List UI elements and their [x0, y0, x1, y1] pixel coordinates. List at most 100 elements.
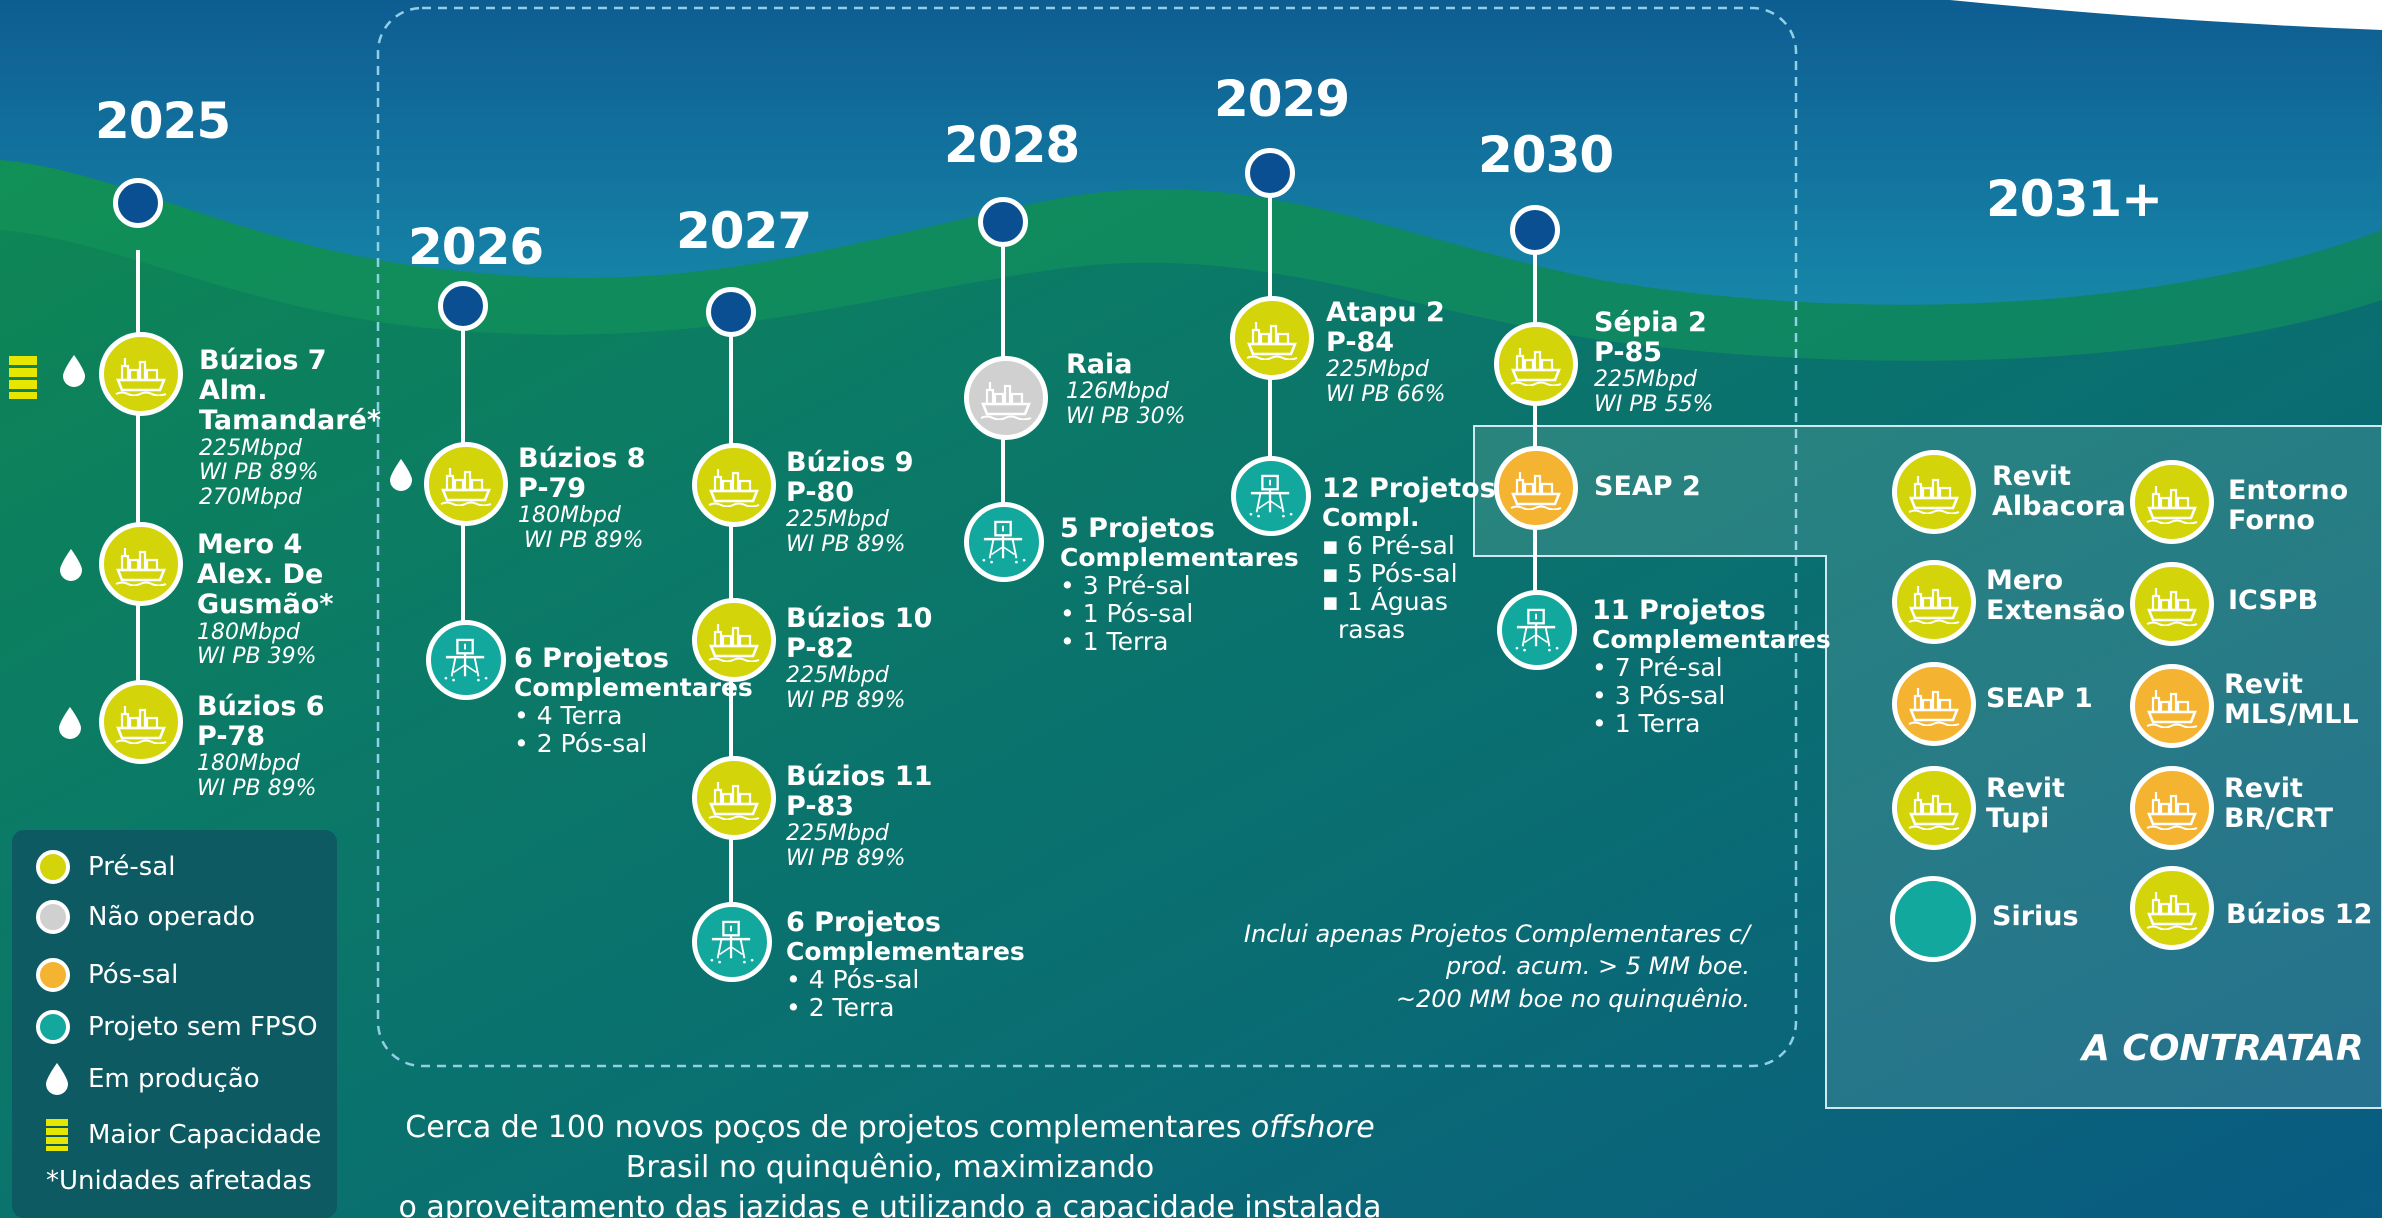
- buzios9-unit: P-80: [786, 477, 855, 509]
- buzios6-capacity: 180Mbpd: [197, 751, 300, 777]
- raia-title: Raia: [1066, 349, 1133, 380]
- proj2026-item-1: • 4 Terra: [514, 701, 623, 731]
- buzios7-wi: WI PB 89%: [199, 460, 319, 486]
- proj2030-item-3: • 1 Terra: [1592, 709, 1701, 739]
- buzios11-capacity: 225Mbpd: [786, 821, 889, 847]
- legend-afretadas-note: *Unidades afretadas: [46, 1166, 312, 1196]
- buzios10-label: Búzios 10 P-82 225Mbpd WI PB 89%: [786, 603, 933, 714]
- proj2030-label: 11 Projetos Complementares • 7 Pré-sal •…: [1592, 595, 1831, 739]
- legend-swatch-pos-sal: [36, 958, 70, 992]
- proj2027-item-1: • 4 Pós-sal: [786, 965, 920, 995]
- year-2030: 2030: [1478, 126, 1614, 184]
- atapu2-capacity: 225Mbpd: [1326, 357, 1429, 383]
- buzios10-presal-fpso-icon: [692, 598, 776, 682]
- proj2027-label: 6 Projetos Complementares • 4 Pós-sal • …: [786, 907, 1025, 1023]
- year-2031-plus: 2031+: [1986, 170, 2163, 228]
- buzios9-capacity: 225Mbpd: [786, 507, 889, 533]
- buzios8-wi: WI PB 89%: [524, 528, 644, 554]
- buzios8-title: Búzios 8: [518, 443, 646, 474]
- complementary-projects-note: Inclui apenas Projetos Complementares c/…: [1150, 918, 1750, 1015]
- buzios8-capacity: 180Mbpd: [518, 503, 621, 529]
- proj2029-subtitle: Compl.: [1322, 503, 1420, 533]
- a-contratar-title: A CONTRATAR: [2082, 1028, 2364, 1069]
- proj2029-label: 12 Projetos Compl. ▪ 6 Pré-sal ▪ 5 Pós-s…: [1322, 473, 1496, 645]
- buzios8-unit: P-79: [518, 473, 587, 505]
- legend-sem-fpso: Projeto sem FPSO: [36, 1010, 318, 1044]
- footer-line-2: o aproveitamento das jazidas e utilizand…: [398, 1189, 1382, 1218]
- sepia2-unit: P-85: [1594, 337, 1663, 369]
- contratar-item-7-line-2: Tupi: [1986, 803, 2050, 835]
- contratar-item-3-line-2: Extensão: [1986, 595, 2126, 627]
- sepia2-presal-fpso-icon: [1494, 322, 1578, 406]
- legend-swatch-nao-operado: [36, 900, 70, 934]
- contratar-item-10-line-1: Búzios 12: [2226, 899, 2373, 930]
- contratar-revit-tupi-icon: [1892, 766, 1976, 850]
- proj2028-item-2: • 1 Pós-sal: [1060, 599, 1194, 629]
- buzios11-presal-fpso-icon: [692, 756, 776, 840]
- contratar-item-6-line-2: MLS/MLL: [2224, 699, 2359, 731]
- buzios11-wi: WI PB 89%: [786, 846, 906, 872]
- raia-nao-operado-fpso-icon: [964, 356, 1048, 440]
- buzios6-wi: WI PB 89%: [197, 776, 317, 802]
- buzios10-title: Búzios 10: [786, 603, 933, 634]
- buzios7-capacity: 225Mbpd: [199, 435, 302, 461]
- timeline-line-2025: [136, 250, 140, 720]
- legend-pre-sal: Pré-sal: [36, 850, 175, 884]
- proj2027-title: 6 Projetos: [786, 907, 941, 938]
- contratar-item-4-line-1: ICSPB: [2228, 585, 2319, 616]
- seap2-possal-fpso-icon: [1494, 446, 1578, 530]
- sepia2-wi: WI PB 55%: [1594, 392, 1714, 418]
- contratar-sirius-label: Sirius: [1992, 901, 2079, 932]
- em-producao-drop-icon: [60, 549, 82, 581]
- timeline-line-2030: [1533, 250, 1537, 630]
- contratar-buzios12-icon: [2130, 866, 2214, 950]
- mero4-capacity: 180Mbpd: [197, 619, 300, 645]
- legend-label-em-producao: Em produção: [88, 1064, 260, 1094]
- buzios8-presal-fpso-icon: [424, 442, 508, 526]
- proj2027-sem-fpso-icon: [692, 902, 772, 982]
- buzios6-label: Búzios 6 P-78 180Mbpd WI PB 89%: [197, 691, 325, 802]
- buzios6-title: Búzios 6: [197, 691, 325, 722]
- contratar-item-3-line-1: Mero: [1986, 565, 2064, 596]
- proj2027-item-2: • 2 Terra: [786, 993, 895, 1023]
- contratar-item-7-line-1: Revit: [1986, 773, 2065, 804]
- em-producao-drop-icon: [63, 355, 85, 387]
- legend-capacity-icon: [46, 1119, 68, 1151]
- buzios7-presal-fpso-icon: [99, 332, 183, 416]
- buzios8-label: Búzios 8 P-79 180Mbpd WI PB 89%: [518, 443, 646, 554]
- contratar-icspb-label: ICSPB: [2228, 585, 2319, 616]
- contratar-item-8-line-2: BR/CRT: [2224, 803, 2334, 835]
- buzios6-unit: P-78: [197, 721, 266, 753]
- mero4-label: Mero 4 Alex. De Gusmão* 180Mbpd WI PB 39…: [197, 529, 367, 670]
- year-2029: 2029: [1214, 70, 1350, 128]
- maior-capacidade-icon: [6, 354, 40, 400]
- proj2030-item-2: • 3 Pós-sal: [1592, 681, 1726, 711]
- legend-panel: Pré-sal Não operado Pós-sal Projeto sem …: [12, 830, 337, 1218]
- legend-drop-icon: [46, 1063, 68, 1095]
- year-2026: 2026: [408, 218, 544, 276]
- contratar-revit-albacora-icon: [1892, 450, 1976, 534]
- year-node-2025: [113, 178, 163, 228]
- sepia2-capacity: 225Mbpd: [1594, 367, 1697, 393]
- proj2030-subtitle: Complementares: [1592, 625, 1831, 655]
- proj2028-label: 5 Projetos Complementares • 3 Pré-sal • …: [1060, 513, 1299, 656]
- raia-capacity: 126Mbpd: [1066, 379, 1169, 405]
- year-node-2029: [1245, 148, 1295, 198]
- proj2027-subtitle: Complementares: [786, 937, 1025, 967]
- legend-swatch-sem-fpso: [36, 1010, 70, 1044]
- proj2028-title: 5 Projetos: [1060, 513, 1215, 544]
- legend-pos-sal: Pós-sal: [36, 958, 178, 992]
- year-node-2026: [438, 281, 488, 331]
- em-producao-drop-icon: [390, 459, 412, 491]
- proj2026-subtitle: Complementares: [514, 673, 753, 703]
- proj2026-item-2: • 2 Pós-sal: [514, 729, 648, 759]
- atapu2-label: Atapu 2 P-84 225Mbpd WI PB 66%: [1326, 297, 1446, 408]
- proj2029-item-3-cont: rasas: [1338, 615, 1405, 645]
- contratar-mero-extensao-icon: [1892, 560, 1976, 644]
- year-node-2027: [706, 287, 756, 337]
- buzios7-title: Búzios 7 Alm. Tamandaré*: [199, 345, 382, 437]
- footer-caption: Cerca de 100 novos poços de projetos com…: [390, 1108, 1390, 1218]
- contratar-entorno-forno-icon: [2130, 460, 2214, 544]
